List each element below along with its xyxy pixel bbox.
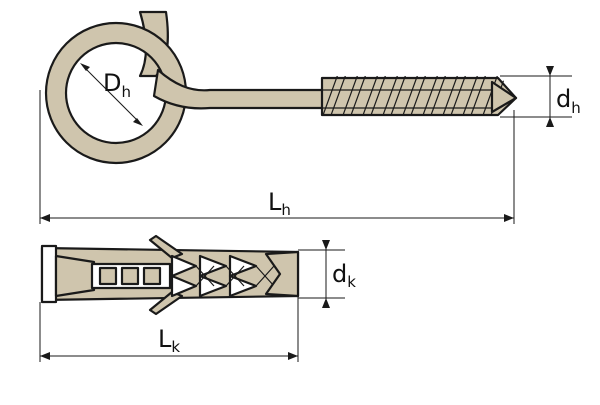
plug-diameter-label: dk — [332, 260, 356, 291]
wall-plug-lower-spike — [148, 290, 184, 316]
wall-plug-collar — [40, 244, 58, 304]
eye-hook-thread — [322, 76, 507, 115]
eye-hook — [44, 10, 518, 165]
plug-length-dimension — [39, 296, 299, 362]
wall-plug-tip — [264, 250, 300, 298]
hook-length-label: Lh — [268, 188, 291, 219]
wall-plug-ribs — [170, 254, 275, 298]
wall-plug — [40, 234, 300, 316]
wall-plug-slot-segments — [98, 266, 162, 286]
hook-length-dimension — [39, 90, 515, 224]
plug-diameter-dimension — [298, 240, 345, 308]
eye-hook-threaded-shank — [320, 76, 518, 117]
plug-length-label: Lk — [158, 325, 180, 356]
wall-plug-collar-wedge — [54, 254, 96, 298]
eye-diameter-dimension — [80, 63, 143, 126]
eye-hook-tip — [490, 80, 518, 114]
eye-diameter-label: Dh — [103, 69, 131, 101]
hook-diameter-label: dh — [556, 85, 581, 117]
hook-diameter-dimension — [500, 66, 572, 127]
wall-plug-upper-spike — [148, 234, 184, 260]
